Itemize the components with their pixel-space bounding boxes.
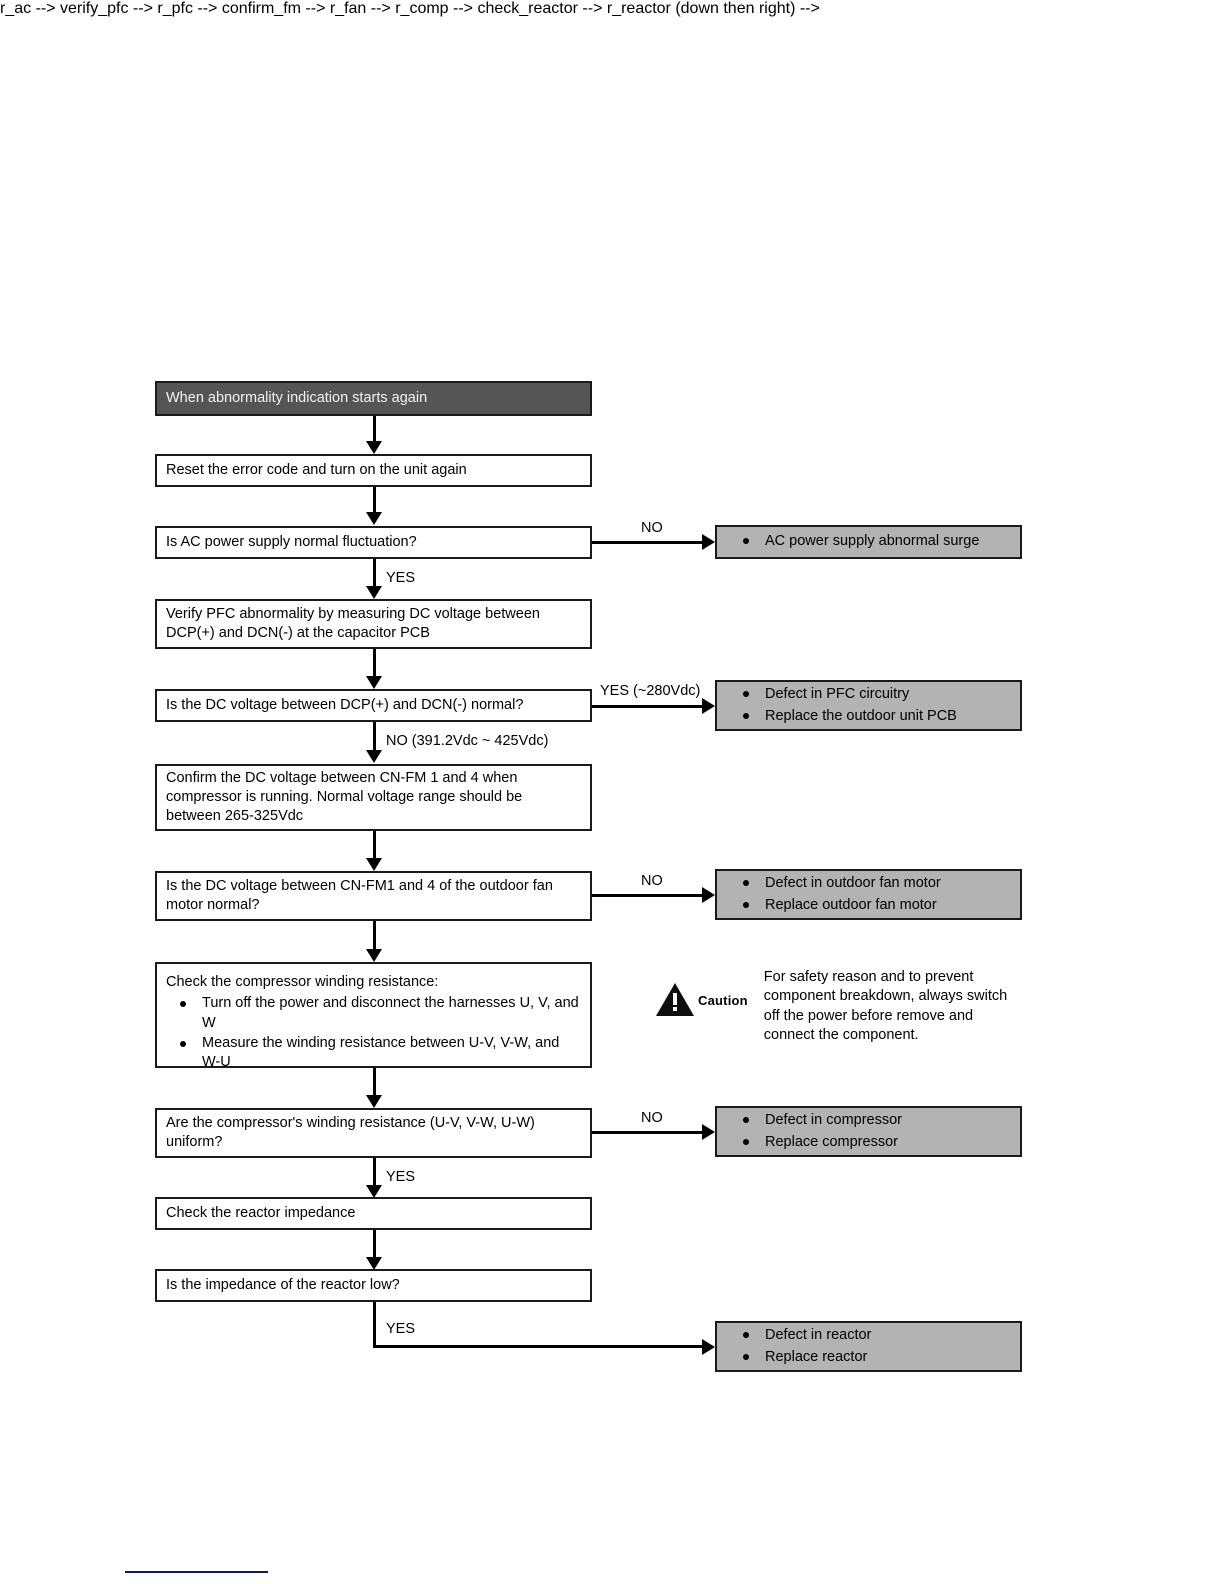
flow-node-q-dc-voltage-label: Is the DC voltage between DCP(+) and DCN… [166,696,524,713]
edge-label-ac-no: NO [641,520,663,536]
arrow-q-winding-no [702,1124,715,1140]
connector-q-ac-yes [373,559,376,592]
flow-node-check-reactor-label: Check the reactor impedance [166,1204,356,1221]
list-item: Measure the winding resistance between U… [178,1034,581,1073]
flow-node-q-winding-uniform: Are the compressor's winding resistance … [155,1108,592,1158]
flow-node-confirm-fan-voltage-line2: compressor is running. Normal voltage ra… [166,788,523,805]
caution-text-line1: For safety reason and to prevent [763,969,974,985]
connector-check-winding-to-q-winding [373,1068,376,1102]
connector-q-winding-yes [373,1158,376,1191]
flow-node-verify-pfc-line1: Verify PFC abnormality by measuring DC v… [166,605,540,622]
flow-node-q-ac-power-label: Is AC power supply normal fluctuation? [166,533,417,550]
flow-node-verify-pfc: Verify PFC abnormality by measuring DC v… [155,599,592,649]
flow-node-q-winding-uniform-line2: uniform? [166,1134,223,1150]
connector-start-to-reset [373,416,376,446]
connector-q-dc-no [373,722,376,756]
list-item: AC power supply abnormal surge [743,531,1020,551]
arrow-verify-pfc-to-q-dc [366,676,382,689]
arrow-q-ac-no [702,534,715,550]
edge-label-dc-yes: YES (~280Vdc) [600,683,701,699]
flow-node-result-reactor: Defect in reactor Replace reactor [715,1321,1022,1372]
flow-node-q-fan-motor-line2: motor normal? [166,897,260,913]
flow-node-confirm-fan-voltage: Confirm the DC voltage between CN-FM 1 a… [155,764,592,831]
connector-q-reactor-yes-vertical [373,1302,376,1347]
warning-triangle-icon [655,982,695,1018]
flow-node-result-compressor: Defect in compressor Replace compressor [715,1106,1022,1157]
flow-node-result-pfc: Defect in PFC circuitry Replace the outd… [715,680,1022,731]
flow-node-confirm-fan-voltage-line1: Confirm the DC voltage between CN-FM 1 a… [166,769,518,786]
caution-text-line2: component breakdown, always switch [763,988,1008,1005]
edge-label-fm-no: NO [641,873,663,889]
footer-divider [125,1571,268,1573]
list-item: Defect in compressor [743,1110,1020,1130]
list-item: Replace the outdoor unit PCB [743,706,1020,726]
flow-node-reset: Reset the error code and turn on the uni… [155,454,592,487]
flow-node-start-label: When abnormality indication starts again [166,389,428,406]
arrow-q-fm-to-check-winding [366,949,382,962]
edge-label-reactor-yes: YES [386,1321,416,1337]
check-winding-list: Turn off the power and disconnect the ha… [166,994,581,1073]
flow-node-confirm-fan-voltage-line3: between 265-325Vdc [166,808,304,825]
list-item: Defect in PFC circuitry [743,684,1020,704]
result-reactor-list: Defect in reactor Replace reactor [717,1325,1020,1368]
arrow-reset-to-q-ac [366,512,382,525]
connector-confirm-to-q-fm [373,831,376,865]
caution-icon-row: Caution [655,982,748,1018]
result-compressor-list: Defect in compressor Replace compressor [717,1110,1020,1153]
flow-node-check-reactor: Check the reactor impedance [155,1197,592,1230]
arrow-start-to-reset [366,441,382,454]
edge-label-dc-no: NO (391.2Vdc ~ 425Vdc) [386,733,549,749]
flow-node-result-ac-surge: AC power supply abnormal surge [715,525,1022,559]
flow-node-q-ac-power: Is AC power supply normal fluctuation? [155,526,592,559]
arrow-q-dc-no [366,750,382,763]
flow-node-q-reactor-low-label: Is the impedance of the reactor low? [166,1276,400,1293]
arrow-check-reactor-to-q-reactor [366,1257,382,1270]
arrow-q-winding-yes [366,1185,382,1198]
connector-q-fm-to-check-winding [373,921,376,956]
caution-text-line3: off the power before remove and [763,1007,974,1024]
caution-label: Caution [698,992,748,1008]
flow-node-reset-label: Reset the error code and turn on the uni… [166,461,467,478]
connector-q-dc-yes [592,705,704,708]
connector-reset-to-q-ac [373,487,376,519]
caution-block: Caution For safety reason and to prevent… [655,968,1055,1045]
edge-label-ac-yes: YES [386,570,416,586]
arrow-q-reactor-yes [702,1339,715,1355]
flow-node-q-winding-uniform-line1: Are the compressor's winding resistance … [166,1114,535,1131]
flow-node-verify-pfc-line2: DCP(+) and DCN(-) at the capacitor PCB [166,625,430,641]
list-item: Turn off the power and disconnect the ha… [178,994,581,1033]
result-ac-surge-list: AC power supply abnormal surge [717,531,1020,552]
edge-label-winding-no: NO [641,1110,663,1126]
edge-label-winding-yes: YES [386,1169,416,1185]
list-item: Defect in reactor [743,1325,1020,1345]
flow-node-check-winding: Check the compressor winding resistance:… [155,962,592,1070]
connector-q-reactor-yes-horizontal [373,1345,704,1348]
flow-node-q-reactor-low: Is the impedance of the reactor low? [155,1269,592,1302]
caution-text: For safety reason and to prevent compone… [764,968,1034,1045]
list-item: Defect in outdoor fan motor [743,873,1020,893]
flow-node-check-winding-heading: Check the compressor winding resistance: [166,974,439,990]
flow-node-q-fan-motor: Is the DC voltage between CN-FM1 and 4 o… [155,871,592,921]
list-item: Replace reactor [743,1347,1020,1367]
arrow-q-ac-yes [366,586,382,599]
arrow-q-dc-yes [702,698,715,714]
list-item: Replace outdoor fan motor [743,895,1020,915]
arrow-confirm-to-q-fm [366,858,382,871]
flow-node-result-fan-motor: Defect in outdoor fan motor Replace outd… [715,869,1022,920]
result-pfc-list: Defect in PFC circuitry Replace the outd… [717,684,1020,727]
caution-text-line4: connect the component. [763,1026,919,1043]
flow-node-q-dc-voltage: Is the DC voltage between DCP(+) and DCN… [155,689,592,722]
connector-q-fm-no [592,894,704,897]
result-fan-motor-list: Defect in outdoor fan motor Replace outd… [717,873,1020,916]
flow-node-q-fan-motor-line1: Is the DC voltage between CN-FM1 and 4 o… [166,877,553,894]
connector-q-ac-no [592,541,704,544]
connector-check-reactor-to-q-reactor [373,1230,376,1263]
list-item: Replace compressor [743,1132,1020,1152]
arrow-check-winding-to-q-winding [366,1095,382,1108]
arrow-q-fm-no [702,887,715,903]
connector-q-winding-no [592,1131,704,1134]
connector-verify-pfc-to-q-dc [373,649,376,682]
flow-node-start: When abnormality indication starts again [155,381,592,416]
